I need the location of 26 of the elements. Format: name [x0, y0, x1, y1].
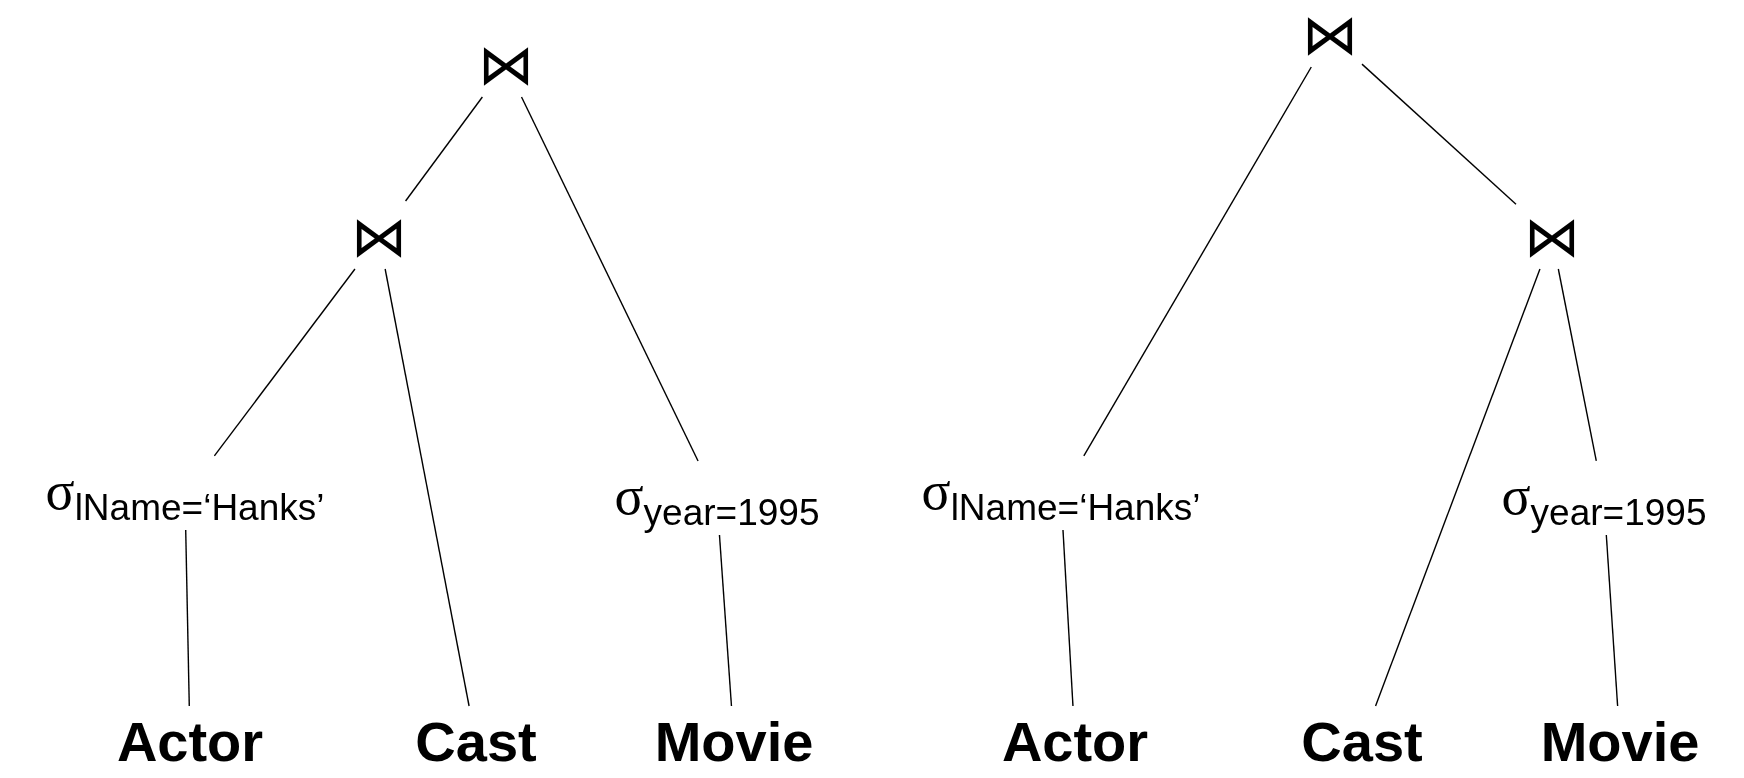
tree-edge — [1557, 268, 1597, 462]
tree-edge — [1605, 534, 1619, 707]
join-symbol: ⋈ — [351, 209, 407, 265]
relation-name: Cast — [415, 714, 537, 770]
tree-edge — [213, 268, 356, 457]
selection-operator: σ$_{lName=‘Hanks’}$ — [45, 463, 325, 527]
relation-name: Cast — [1301, 714, 1423, 770]
tree-edge — [1361, 63, 1517, 205]
relation-name: Actor — [1001, 714, 1149, 770]
selection-operator: σ$_{lName=‘Hanks’}$ — [921, 463, 1201, 527]
tree-edge — [1062, 529, 1074, 707]
relation-name: Movie — [654, 714, 814, 770]
tree-edge — [1083, 66, 1312, 457]
tree-edge — [1374, 268, 1541, 707]
relation-name: Movie — [1540, 714, 1700, 770]
tree-edge — [718, 534, 733, 707]
selection-operator: σ$_{year=1995}$ — [614, 468, 820, 532]
join-symbol: ⋈ — [1302, 7, 1358, 63]
relation-name: Actor — [116, 714, 264, 770]
join-symbol: ⋈ — [1524, 209, 1580, 265]
selection-operator: σ$_{year=1995}$ — [1501, 468, 1707, 532]
join-symbol: ⋈ — [478, 37, 534, 93]
tree-edge — [520, 96, 699, 462]
tree-edge — [404, 96, 484, 202]
tree-edge — [384, 268, 470, 707]
tree-edge — [185, 529, 190, 707]
